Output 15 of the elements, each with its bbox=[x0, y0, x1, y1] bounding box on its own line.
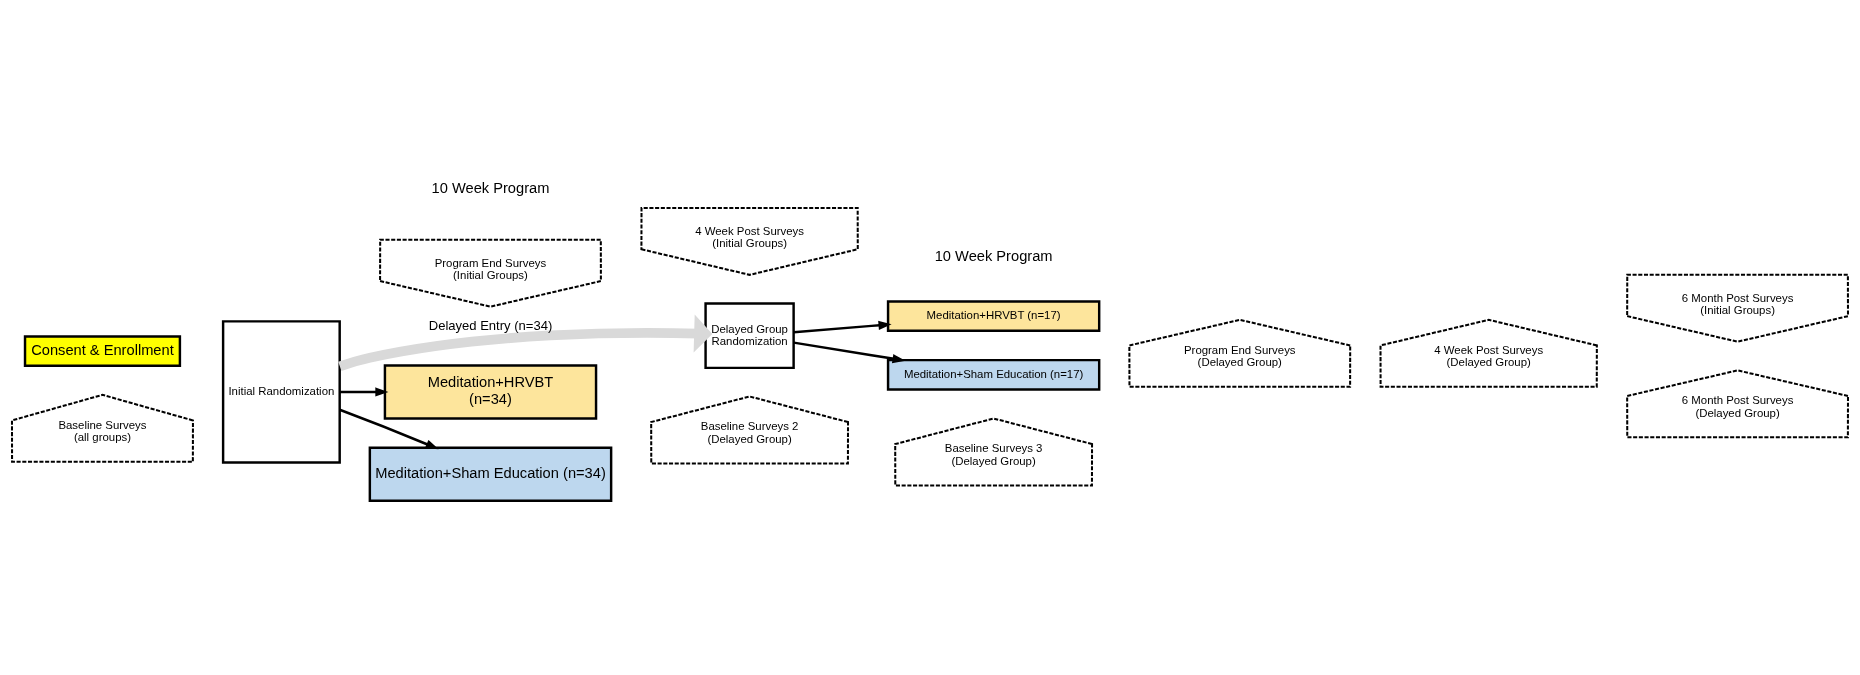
node-box: Initial Randomization bbox=[221, 320, 341, 464]
node-box: Delayed Group Randomization bbox=[704, 302, 795, 370]
arrow bbox=[793, 320, 892, 334]
node-box: Meditation+Sham Education (n=34) bbox=[368, 446, 613, 502]
node-box: Meditation+HRVBT (n=34) bbox=[383, 364, 598, 420]
arrow bbox=[339, 408, 439, 450]
arrow bbox=[793, 341, 906, 364]
node-box: Meditation+Sham Education (n=17) bbox=[886, 358, 1101, 391]
edge-label: Delayed Entry (n=34) bbox=[428, 317, 553, 333]
arrow bbox=[339, 387, 389, 397]
label: 10 Week Program bbox=[431, 179, 550, 196]
node-box: Consent & Enrollment bbox=[23, 335, 182, 368]
label: 10 Week Program bbox=[934, 248, 1053, 264]
arrow bbox=[338, 314, 713, 372]
node-box: Meditation+HRVBT (n=17) bbox=[886, 300, 1101, 332]
